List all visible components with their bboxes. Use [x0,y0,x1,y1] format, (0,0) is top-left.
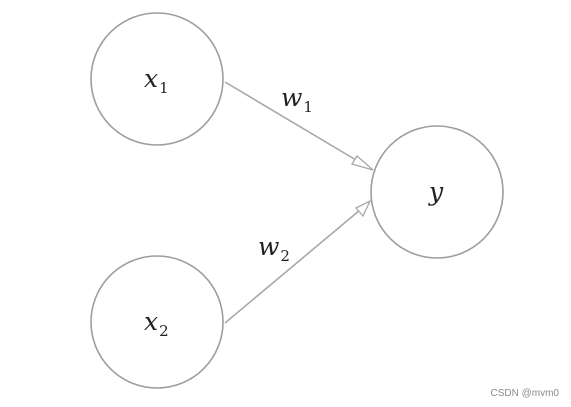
arrowhead-icon [354,199,372,218]
watermark-text: CSDN @mvm0 [490,388,560,399]
node-x1: x1 [90,12,224,146]
weight-w1-label: w1 [281,83,313,116]
edge-x2-to-y [224,199,372,324]
node-x1-label: x1 [144,64,169,97]
edge-x1-to-y [224,81,374,171]
node-x2-label: x2 [144,307,169,340]
weight-w2-label: w2 [258,232,290,265]
node-x2: x2 [90,255,224,389]
arrowhead-icon [350,155,374,171]
node-y: y [370,125,504,259]
node-y-label: y [428,177,444,206]
